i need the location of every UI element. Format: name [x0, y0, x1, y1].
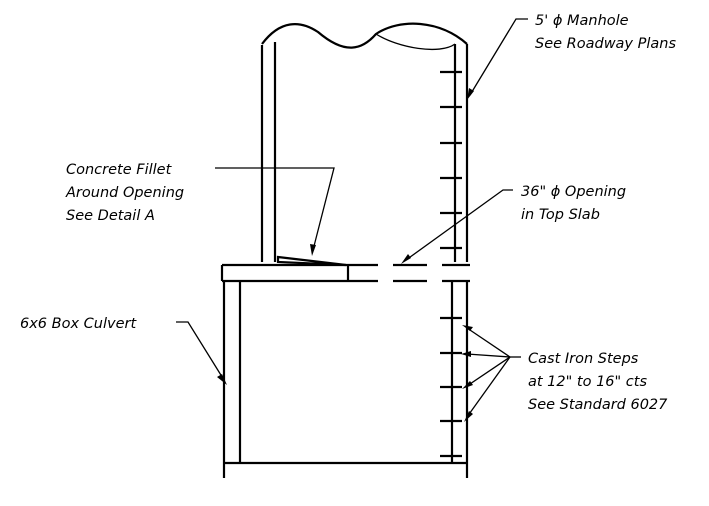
label-steps-line2: at 12" to 16" cts: [528, 374, 647, 390]
cast-iron-steps: [440, 70, 462, 458]
label-opening-line2: in Top Slab: [521, 207, 600, 223]
label-fillet-line2: Around Opening: [65, 185, 184, 201]
label-fillet-line1: Concrete Fillet: [66, 162, 173, 178]
box-culvert: [222, 281, 469, 478]
label-manhole-line2: See Roadway Plans: [535, 36, 676, 52]
break-line: [261, 22, 468, 49]
manhole-riser: [260, 22, 469, 262]
label-manhole-line1: 5' ϕ Manhole: [535, 13, 629, 29]
label-steps-line3: See Standard 6027: [528, 397, 668, 413]
label-culvert: 6x6 Box Culvert: [20, 316, 137, 332]
label-steps-line1: Cast Iron Steps: [528, 351, 639, 367]
leader-steps: [461, 325, 521, 422]
leader-fillet: [215, 167, 335, 256]
leader-manhole: [467, 18, 528, 100]
leader-culvert: [176, 321, 227, 385]
label-fillet-line3: See Detail A: [66, 208, 155, 224]
label-opening-line1: 36" ϕ Opening: [521, 184, 626, 200]
leader-opening: [401, 189, 513, 264]
concrete-fillet: [276, 255, 347, 267]
top-slab: [220, 263, 470, 283]
